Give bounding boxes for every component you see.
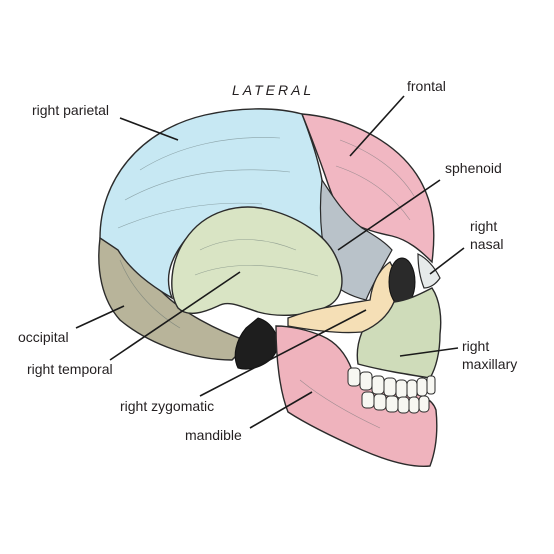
label-sphenoid: sphenoid: [445, 160, 502, 176]
nasal-bone: [417, 253, 441, 289]
leader-right-parietal: [119, 117, 179, 141]
leader-right-temporal: [109, 271, 241, 361]
leader-lines: [75, 95, 465, 429]
view-title: LATERAL: [232, 82, 315, 98]
texture-hatching: [117, 137, 415, 429]
leader-right-nasal: [429, 247, 465, 275]
label-mandible: mandible: [185, 427, 242, 443]
mandible-bone: [275, 325, 438, 468]
label-right-zygomatic: right zygomatic: [120, 398, 215, 414]
lower-teeth: [361, 391, 430, 414]
upper-teeth: [347, 367, 436, 399]
frontal-bone: [300, 113, 435, 264]
label-right-nasal-line2: nasal: [470, 236, 504, 252]
leader-mandible: [249, 391, 313, 429]
leader-sphenoid: [337, 179, 441, 251]
mastoid-process: [234, 317, 279, 370]
label-right-parietal: right parietal: [32, 102, 110, 118]
label-frontal: frontal: [407, 78, 446, 94]
label-right-maxillary-line1: right: [462, 338, 490, 354]
label-right-maxillary-line2: maxillary: [462, 356, 518, 372]
leader-right-zygomatic: [199, 309, 367, 397]
label-right-nasal-line1: right: [470, 218, 498, 234]
maxillary-bone: [356, 287, 442, 379]
label-right-temporal: right temporal: [27, 361, 113, 377]
leader-right-maxillary: [399, 347, 459, 357]
leader-occipital: [75, 305, 125, 329]
label-occipital: occipital: [18, 329, 69, 345]
leader-frontal: [349, 95, 405, 157]
